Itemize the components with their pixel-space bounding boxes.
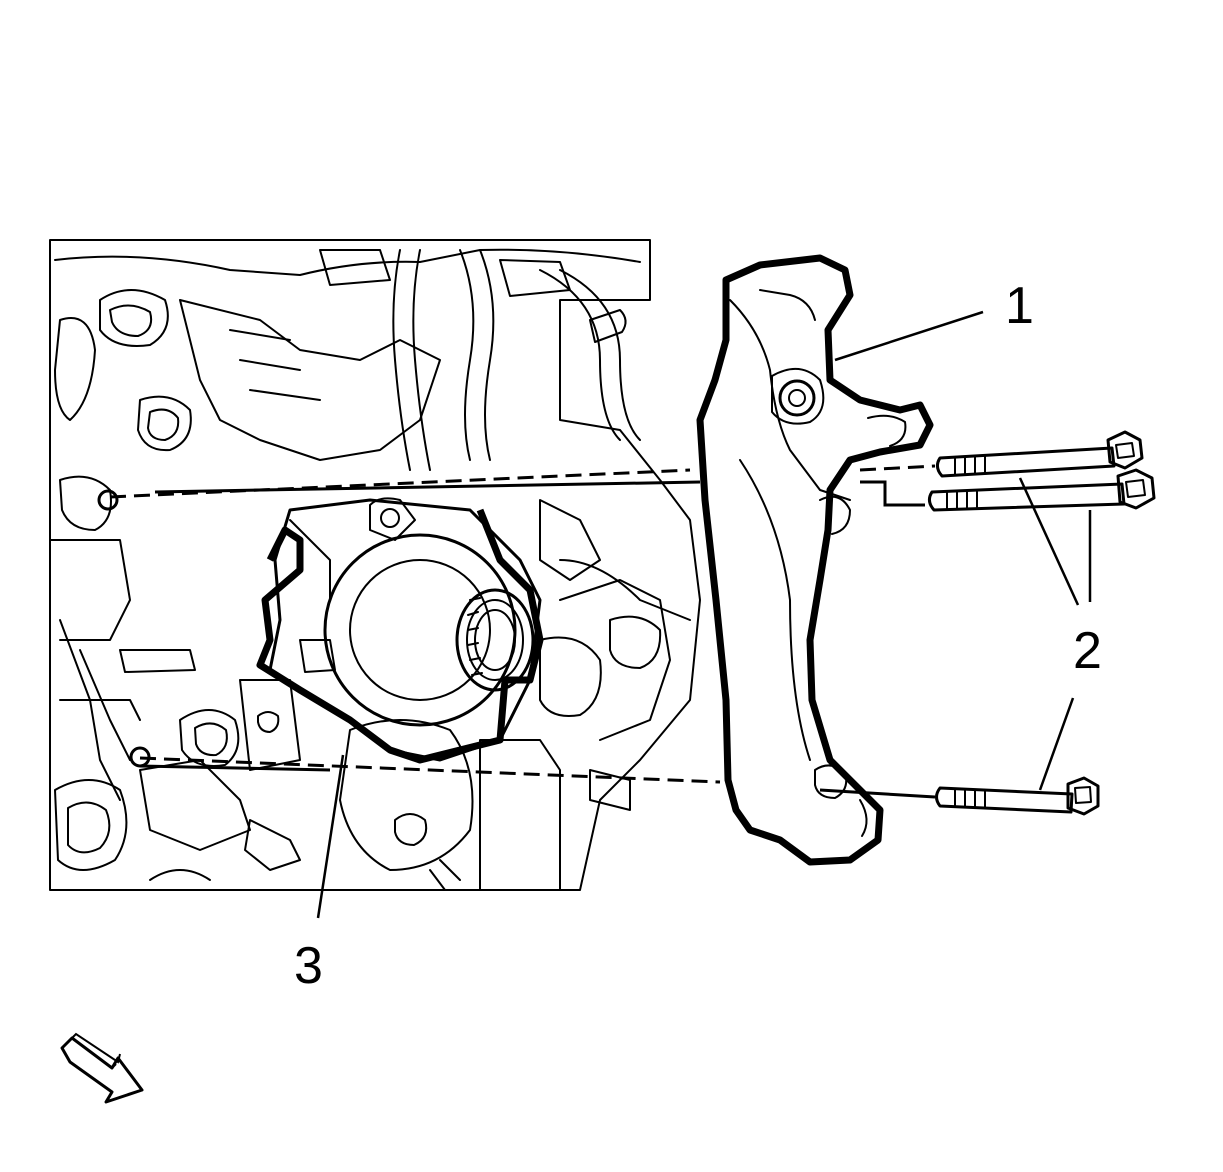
- bolt-upper: [935, 430, 1144, 478]
- generator-bracket: [696, 254, 934, 866]
- engine-background: [49, 239, 701, 891]
- generator: [256, 497, 544, 764]
- bolt-lower: [935, 776, 1100, 816]
- view-direction-arrow-icon: [60, 1032, 144, 1104]
- bolts: [927, 430, 1156, 816]
- callout-3-label: 3: [294, 937, 323, 995]
- callout-1-label: 1: [1005, 277, 1034, 335]
- bolt-middle: [927, 468, 1156, 512]
- callout-2-label: 2: [1073, 622, 1102, 680]
- leader-lines: [316, 310, 1092, 919]
- alignment-lines: [97, 464, 936, 799]
